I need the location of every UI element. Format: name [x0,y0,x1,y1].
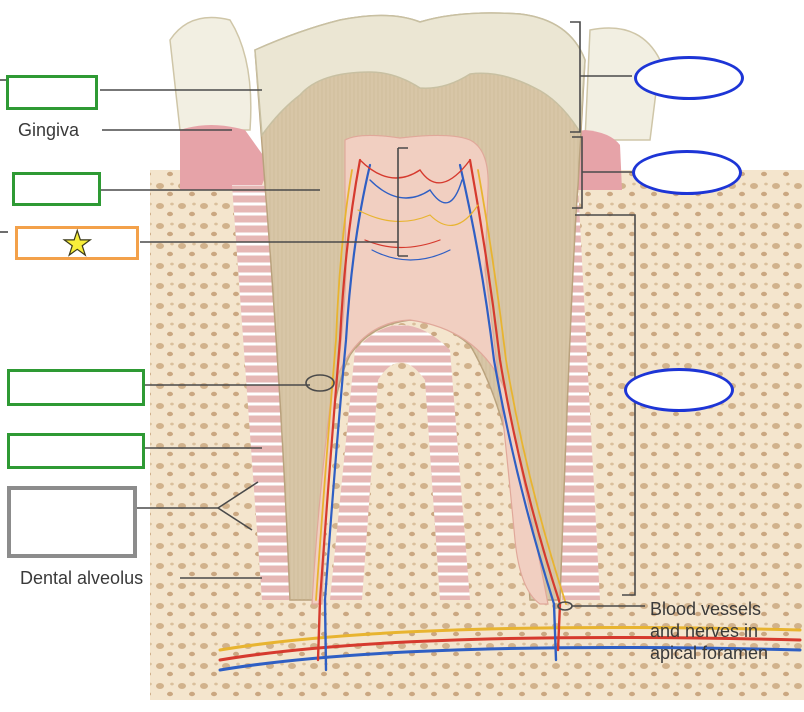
answer-oval-crown[interactable] [634,56,744,100]
apical-label-line2: and nerves in [650,621,759,641]
star-icon: ★ [61,225,93,263]
apical-foramen-label: Blood vessels and nerves in apical foram… [650,598,768,664]
answer-box-pulp[interactable]: ★ [15,225,139,263]
apical-label-line1: Blood vessels [650,599,762,619]
dental-alveolus-label: Dental alveolus [20,568,144,588]
neighbor-tooth-right [584,27,661,141]
answer-oval-neck[interactable] [632,150,742,195]
answer-box-cementum[interactable] [7,433,145,469]
leader-lines [0,21,645,611]
answer-box-enamel[interactable] [6,75,98,110]
gingiva-label: Gingiva [18,120,80,140]
answer-box-periodontal-ligament[interactable] [7,486,137,558]
tooth-enamel [254,12,586,138]
vessels-nerves [218,158,802,672]
answer-box-dentin[interactable] [12,172,101,206]
answer-box-root-canal[interactable] [7,369,145,406]
apical-label-line3: apical foramen [650,643,769,663]
neighbor-tooth-left [169,16,252,131]
answer-oval-root[interactable] [624,368,734,412]
